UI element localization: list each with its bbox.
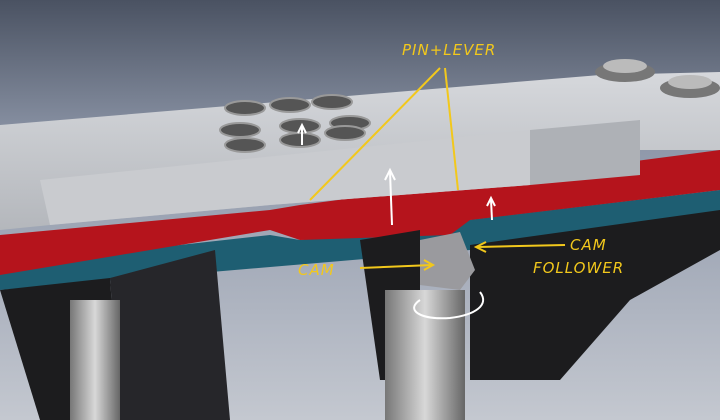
motion-arrows bbox=[297, 122, 496, 320]
slider-block bbox=[40, 130, 530, 225]
center-shaft bbox=[385, 290, 465, 420]
right-housing bbox=[470, 210, 720, 380]
annotation-leaders bbox=[309, 67, 566, 271]
bolts bbox=[595, 59, 720, 98]
left-shaft bbox=[70, 300, 120, 420]
label-cam-follower-1: CAM bbox=[570, 236, 607, 254]
label-cam-follower-2: FOLLOWER bbox=[533, 259, 624, 277]
pin-holes bbox=[219, 94, 371, 153]
cam-part bbox=[420, 232, 475, 290]
label-cam: CAM bbox=[298, 261, 335, 279]
left-housing-2 bbox=[110, 250, 230, 420]
label-pin-lever: PIN+LEVER bbox=[402, 41, 496, 59]
end-block bbox=[530, 120, 640, 185]
